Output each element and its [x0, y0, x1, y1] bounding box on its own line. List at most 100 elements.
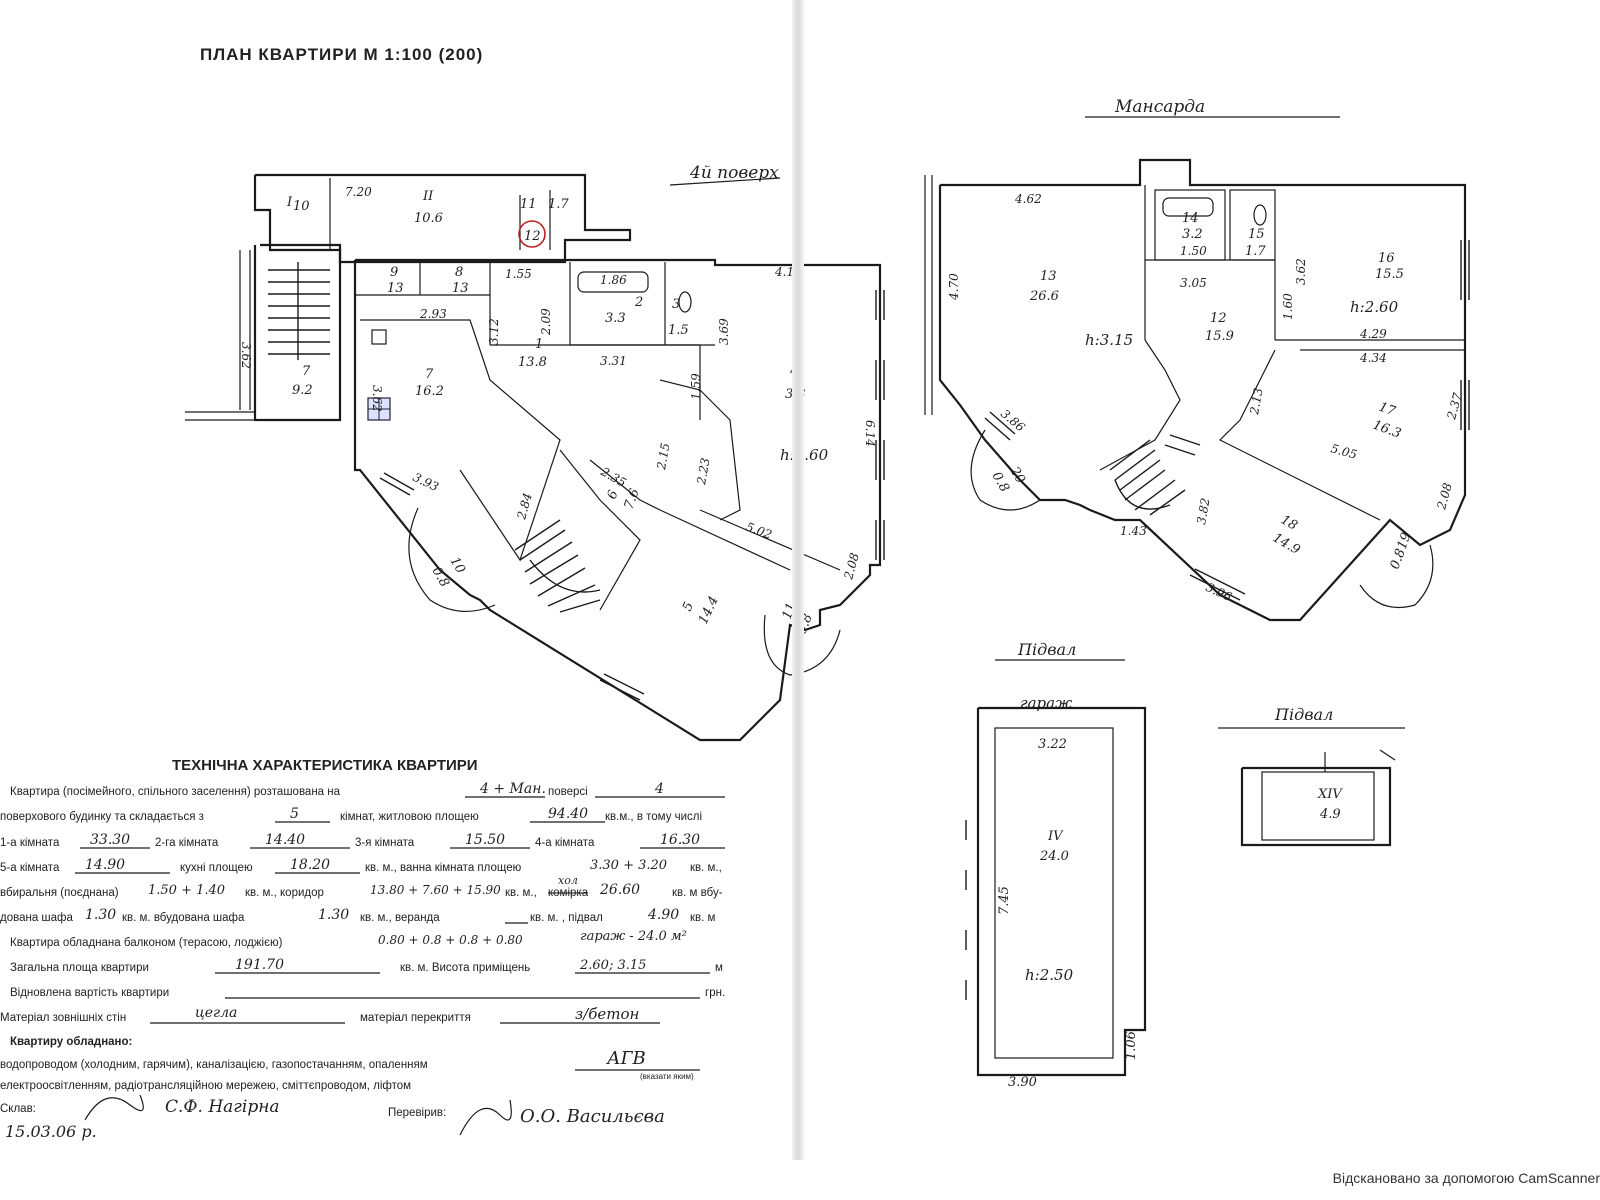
room-label: 16.2 [415, 384, 444, 399]
tech-l5-strike: комірка [548, 887, 589, 899]
room-label: 24.0 [1039, 849, 1069, 864]
room-label: 12 [1210, 311, 1227, 326]
room-label: II [422, 189, 434, 204]
room-label: 7 [302, 364, 311, 379]
tech-l1-v1: 4 + Ман. [479, 781, 546, 797]
room-label: 10 [447, 555, 468, 577]
dim-label: 3.22 [1038, 737, 1067, 752]
room-label: 1.7 [548, 197, 569, 212]
tech-l5-a: вбиральня (поєднана) [0, 887, 119, 899]
dim-label: 3.62 [239, 342, 253, 369]
tech-l4-d: кв. м., [690, 862, 722, 874]
tech-l3-b: 2-га кімната [155, 837, 219, 849]
tech-l6-b: кв. м. вбудована шафа [122, 912, 245, 924]
dim-label: 3.90 [1008, 1075, 1037, 1090]
tech-l4-c: кв. м., ванна кімната площею [365, 862, 522, 874]
dim-label: 5.02 [744, 520, 774, 542]
tech-l3-c: 3-я кімната [355, 837, 415, 849]
dim-label: 7.45 [997, 886, 1012, 915]
room-label: 0.8 [1388, 547, 1409, 572]
dim-label: 3.62 [370, 385, 384, 412]
tech-l5-v3: 26.60 [599, 882, 640, 898]
tech-sign-name1: С.Ф. Нагірна [165, 1097, 280, 1117]
tech-l8-c: м [715, 962, 723, 974]
dim-label: 4.62 [1014, 192, 1042, 206]
garage-labels: IV 24.0 3.22 3.90 1.06 7.45 h:2.50 [997, 737, 1139, 1090]
dim-label: 2.08 [841, 551, 862, 582]
cellar-label: Підвал [1274, 705, 1333, 724]
tech-sign-b: Перевірив: [388, 1107, 446, 1119]
room-label: 15.9 [1205, 329, 1234, 344]
tech-l5-v1: 1.50 + 1.40 [148, 883, 225, 898]
dim-label: 3.62 [1294, 258, 1308, 285]
mansard-plan [924, 158, 1470, 622]
room-label: 19 [1395, 531, 1415, 552]
tech-l2-a: поверхового будинку та складається з [0, 811, 204, 823]
dim-label: 5.05 [1329, 441, 1358, 461]
height-label: h:2.50 [1025, 966, 1074, 984]
dim-label: 1.06 [1124, 1031, 1139, 1060]
tech-sheet: ТЕХНІЧНА ХАРАКТЕРИСТИКА КВАРТИРИ Квартир… [0, 757, 725, 1141]
dim-label: 1.55 [505, 267, 532, 281]
footer-bar [0, 1160, 1600, 1200]
tech-l3-a: 1-а кімната [0, 837, 60, 849]
dim-label: 3.12 [487, 318, 501, 345]
tech-l6-v2: 1.30 [318, 907, 349, 923]
tech-l2-c: кв.м., в тому числі [605, 811, 702, 823]
dim-label: 3.93 [411, 470, 441, 494]
dim-label: 2.84 [514, 491, 535, 521]
dim-label: 3.86 [998, 407, 1028, 435]
tech-l10-b: матеріал перекриття [360, 1012, 471, 1024]
room-label: I [286, 195, 293, 210]
tech-l8-b: кв. м. Висота приміщень [400, 962, 530, 974]
room-label: 0.8 [429, 565, 452, 590]
tech-l4-b: кухні площею [180, 862, 253, 874]
dim-label: 2.23 [694, 456, 713, 486]
dim-label: 2.09 [539, 308, 553, 336]
garage-label: гараж [1020, 694, 1072, 712]
height-label: h:2.60 [1350, 298, 1399, 316]
tech-l4-v3: 3.30 + 3.20 [590, 858, 667, 873]
room-label: 5 [680, 600, 697, 614]
tech-l3-v2: 14.40 [265, 832, 305, 848]
room-label: 3.2 [1182, 227, 1203, 242]
room-label: 1.5 [668, 323, 689, 338]
tech-l10-a: Матеріал зовнішніх стін [0, 1012, 126, 1024]
room-label: 13 [452, 281, 469, 296]
room-label: 14.4 [696, 594, 722, 627]
room-label: 2 [634, 295, 643, 310]
dim-label: 3.82 [1194, 497, 1212, 526]
tech-l5-b: кв. м., коридор [245, 887, 324, 899]
tech-l3-d: 4-а кімната [535, 837, 595, 849]
tech-sign-name2: О.О. Васильєва [520, 1106, 665, 1127]
tech-l11: Квартиру обладнано: [10, 1036, 132, 1048]
tech-l1-b: поверсі [548, 786, 588, 798]
cellar-plan [1240, 749, 1396, 847]
height-label: h:3.15 [1085, 331, 1133, 349]
tech-l12-v1: АГВ [605, 1048, 646, 1069]
room-label: 3.3 [605, 311, 626, 326]
tech-l5-c: кв. м., [505, 887, 537, 899]
room-label: 8 [455, 265, 463, 280]
room-label: XIV [1317, 787, 1343, 802]
tech-l12-note: (вказати яким) [640, 1072, 694, 1081]
room-label: 4.9 [1319, 807, 1341, 822]
dim-label: 2.13 [1247, 386, 1266, 416]
dim-label: 3.69 [717, 318, 731, 345]
tech-l5-d: кв. м вбу- [672, 887, 723, 899]
room-label: 1 [535, 337, 543, 352]
tech-l10-v2: з/бетон [575, 1005, 639, 1023]
height-label: h:2.60 [780, 446, 829, 464]
room-label: 12 [524, 229, 541, 244]
cellar-labels: XIV 4.9 [1317, 787, 1343, 822]
tech-title: ТЕХНІЧНА ХАРАКТЕРИСТИКА КВАРТИРИ [172, 757, 478, 774]
room-label: 7.6 [622, 487, 643, 512]
tech-l4-a: 5-а кімната [0, 862, 60, 874]
room-label: 3 [672, 297, 680, 312]
dim-label: 2.37 [1444, 391, 1465, 422]
dim-label: 1.60 [1281, 293, 1295, 320]
room-label: 10 [293, 199, 310, 214]
tech-l6-d: кв. м. , підвал [530, 912, 603, 924]
tech-l6-v3: 4.90 [647, 907, 679, 923]
mansard-label: Мансарда [1114, 97, 1205, 117]
